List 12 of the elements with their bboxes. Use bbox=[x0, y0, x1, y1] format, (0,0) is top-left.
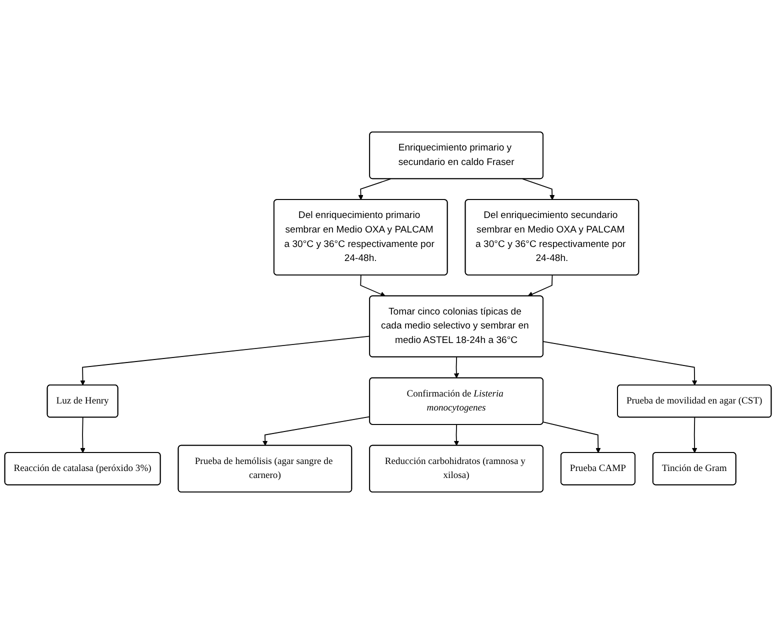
arrow bbox=[360, 274, 386, 297]
arrow bbox=[454, 424, 460, 446]
arrow bbox=[692, 417, 698, 454]
arrow bbox=[528, 274, 553, 297]
arrow bbox=[542, 341, 698, 386]
arrow bbox=[542, 422, 601, 454]
arrow bbox=[262, 416, 370, 446]
arrow bbox=[358, 178, 391, 200]
arrow bbox=[522, 178, 555, 200]
arrow bbox=[80, 417, 86, 454]
arrow bbox=[454, 356, 460, 378]
arrow bbox=[80, 336, 370, 386]
